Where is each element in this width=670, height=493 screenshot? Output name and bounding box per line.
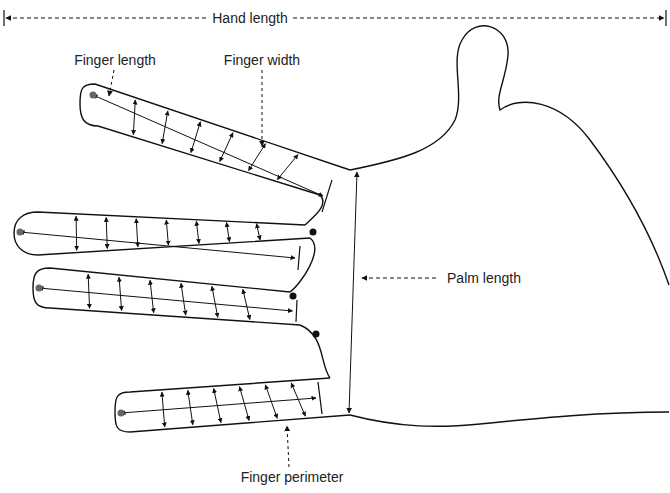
finger-width-arrow [243,289,250,319]
landmark-dot [17,229,24,236]
finger-outline [115,378,350,432]
finger-width-arrow [181,283,186,315]
measurement-label: Hand length [209,10,291,26]
thumb-outline [350,26,669,285]
palm-outline [350,412,669,426]
finger-width-arrow [249,144,266,171]
landmark-dot [90,92,97,99]
finger-width-arrow [162,111,168,144]
measurement-label: Finger perimeter [238,469,347,485]
landmark-dot [313,331,320,338]
finger-width-arrow [212,286,218,317]
landmark-dot [118,410,125,417]
finger-outline [33,268,300,325]
finger-width-arrow [265,385,277,418]
finger-width-arrow [191,122,200,153]
landmark-dot [310,229,317,236]
finger-outline [80,84,350,195]
finger-base-line [318,382,322,414]
finger-width-arrow [133,100,135,135]
finger-width-arrow [226,222,229,241]
finger-width-arrow [88,274,89,308]
finger-outline [14,212,310,255]
finger-width-arrow [76,216,78,250]
landmark-dot [290,293,297,300]
finger-base-line [322,180,332,212]
finger-length-arrow [39,288,293,311]
leader-line [262,70,263,146]
finger-width-arrow [220,133,233,162]
finger-width-arrow [150,280,154,313]
finger-base-line [296,300,297,322]
measurement-label: Finger width [221,52,303,68]
dimension-tick [3,10,4,26]
finger-width-arrow [240,387,250,421]
measurement-label: Palm length [444,270,524,286]
dimension-tick [665,10,666,26]
leader-line [287,426,289,467]
finger-width-arrow [162,392,165,427]
leader-line [362,278,436,279]
finger-width-arrow [196,221,199,243]
finger-width-arrow [106,217,107,248]
finger-width-arrow [214,389,221,423]
measurement-label: Finger length [71,52,159,68]
finger-width-arrow [277,155,298,180]
landmark-dot [36,285,43,292]
hand-length-line [6,18,664,19]
finger-width-arrow [257,224,261,240]
finger-length-arrow [20,232,295,258]
finger-width-arrow [119,277,122,310]
finger-web [290,238,315,292]
finger-length-arrow [93,95,323,196]
finger-width-arrow [166,220,168,245]
finger-width-arrow [188,390,193,424]
finger-web [300,325,330,378]
palm-length-line [349,172,357,413]
finger-width-arrow [136,219,138,247]
finger-base-line [298,246,300,270]
finger-web [305,195,323,225]
leader-line [109,70,114,96]
finger-width-arrow [291,383,305,416]
